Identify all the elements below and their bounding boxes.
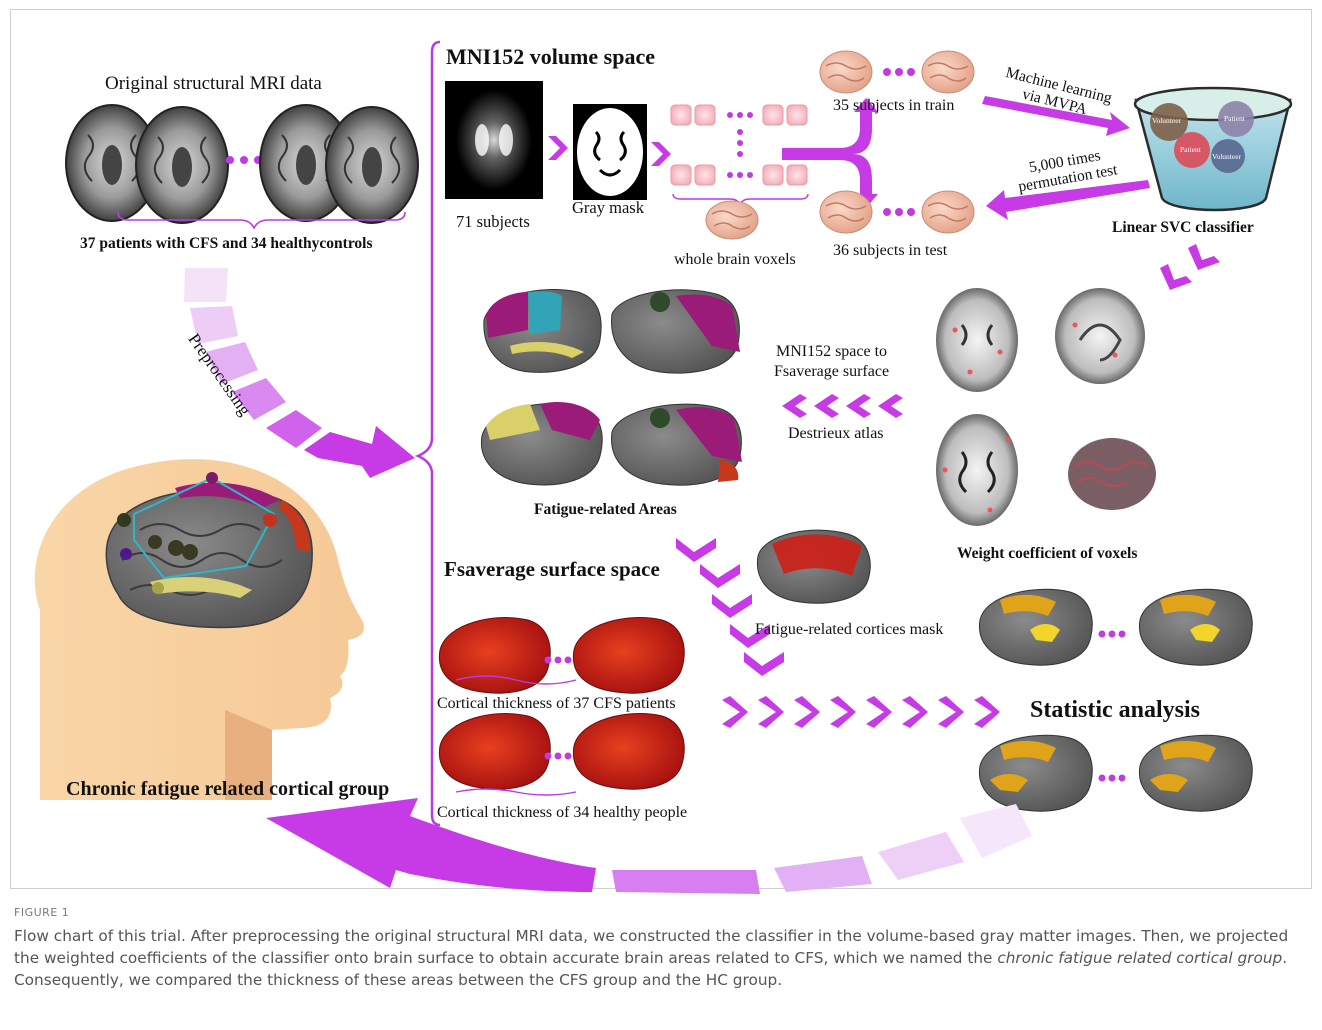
gm-density-image bbox=[445, 81, 543, 199]
projection-label-line1: MNI152 space to bbox=[774, 342, 889, 362]
subjects-caption: 37 patients with CFS and 34 healthycontr… bbox=[80, 235, 373, 253]
weight-maps bbox=[936, 288, 1156, 526]
stat-brains-bottom bbox=[979, 735, 1252, 811]
bowl-patient-2: Patient bbox=[1180, 145, 1201, 154]
cfs-thickness-label: Cortical thickness of 37 CFS patients bbox=[437, 695, 676, 713]
surface-space-title: Fsaverage surface space bbox=[444, 557, 660, 582]
whole-brain-icon bbox=[706, 201, 758, 239]
classifier-down-chevrons bbox=[1160, 244, 1220, 290]
hc-thickness-brains bbox=[439, 714, 684, 795]
volume-space-title: MNI152 volume space bbox=[446, 44, 655, 70]
chevron-arrow-2 bbox=[651, 142, 671, 166]
original-mri-title: Original structural MRI data bbox=[105, 73, 322, 95]
gray-mask-image bbox=[573, 104, 647, 200]
voxel-row-top bbox=[671, 105, 807, 125]
train-brains bbox=[820, 51, 974, 93]
mri-slice-2 bbox=[136, 107, 228, 223]
fatigue-areas-label: Fatigue-related Areas bbox=[534, 501, 677, 519]
cfs-thickness-brains bbox=[439, 618, 684, 694]
mri-slice-4 bbox=[326, 107, 418, 223]
head-illustration bbox=[35, 459, 364, 800]
atlas-label: Destrieux atlas bbox=[788, 425, 884, 443]
mri-ellipsis-dots bbox=[226, 156, 262, 164]
classifier-label: Linear SVC classifier bbox=[1112, 219, 1254, 237]
stat-chevrons bbox=[722, 696, 1000, 728]
test-label: 36 subjects in test bbox=[833, 242, 947, 260]
cortices-mask-brain bbox=[757, 530, 870, 603]
whole-brain-label: whole brain voxels bbox=[674, 251, 796, 269]
weights-label: Weight coefficient of voxels bbox=[957, 545, 1137, 563]
cortical-group-label: Chronic fatigue related cortical group bbox=[66, 778, 389, 801]
projection-chevrons bbox=[782, 394, 903, 418]
voxel-row-bottom bbox=[671, 165, 807, 185]
flowchart-diagram bbox=[0, 0, 1322, 900]
projection-label-line2: Fsaverage surface bbox=[774, 362, 889, 382]
figure-label: FIGURE 1 bbox=[14, 906, 69, 919]
statistic-analysis-label: Statistic analysis bbox=[1030, 697, 1200, 724]
cortices-mask-label: Fatigue-related cortices mask bbox=[755, 621, 943, 639]
svc-classifier-bowl bbox=[1135, 88, 1291, 210]
bowl-volunteer-2: Volunteer bbox=[1212, 152, 1241, 161]
train-label: 35 subjects in train bbox=[833, 97, 954, 115]
bowl-patient-1: Patient bbox=[1224, 114, 1245, 123]
voxel-vertical-dots bbox=[737, 129, 743, 157]
bowl-volunteer-1: Volunteer bbox=[1152, 116, 1181, 125]
figure-caption: Flow chart of this trial. After preproce… bbox=[14, 925, 1309, 991]
stat-brains-top bbox=[979, 589, 1252, 665]
hc-thickness-label: Cortical thickness of 34 healthy people bbox=[437, 804, 687, 822]
test-brains bbox=[820, 191, 974, 233]
subjects-71-label: 71 subjects bbox=[456, 212, 530, 232]
projection-label: MNI152 space to Fsaverage surface bbox=[774, 342, 889, 382]
chevron-arrow-1 bbox=[548, 136, 568, 160]
caption-emphasis: chronic fatigue related cortical group bbox=[997, 949, 1282, 967]
fatigue-area-surfaces bbox=[481, 290, 742, 486]
gray-mask-label: Gray mask bbox=[572, 198, 644, 218]
